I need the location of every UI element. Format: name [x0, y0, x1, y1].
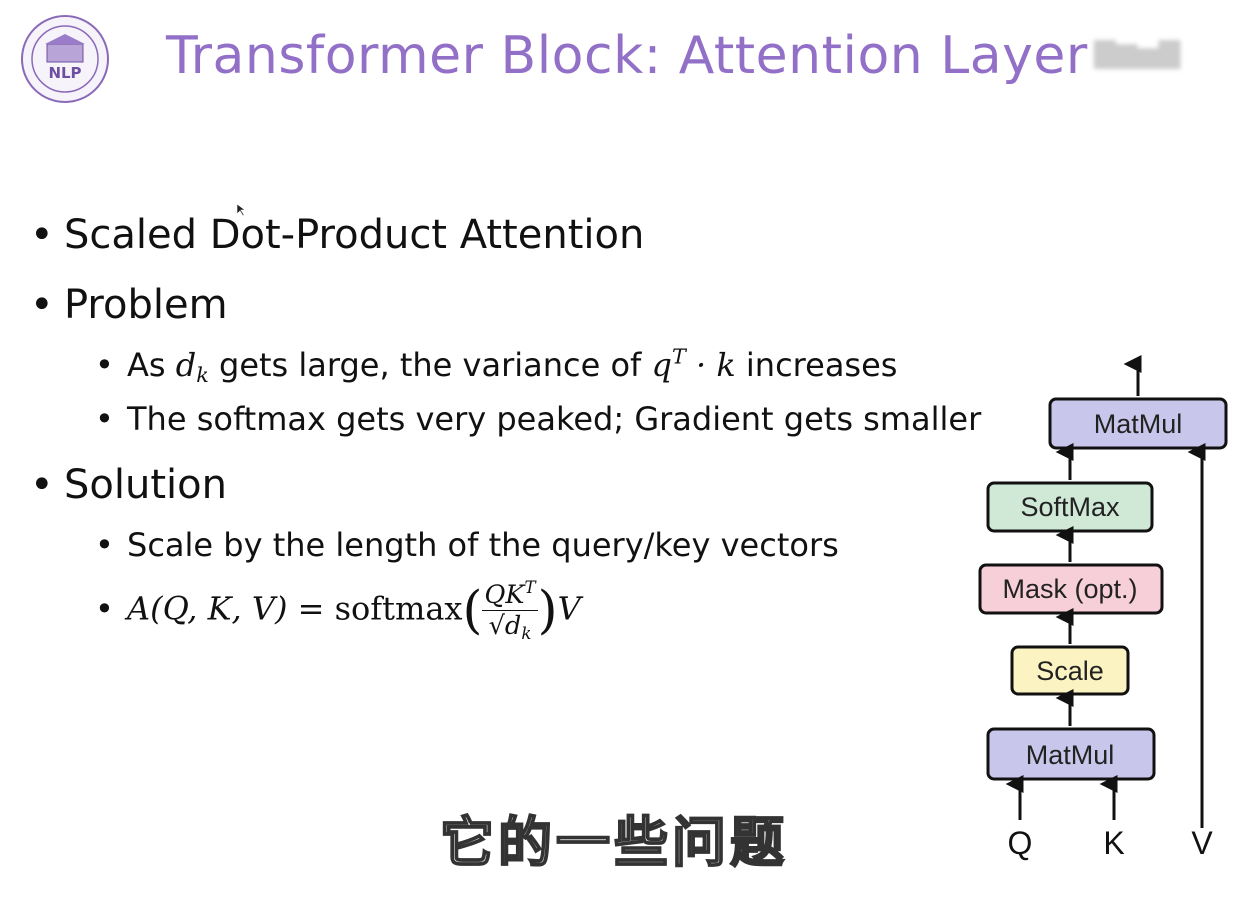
- bullet-problem: •Problem: [30, 282, 228, 328]
- bullet-solution: •Solution: [30, 462, 227, 508]
- softmax-label: SoftMax: [1020, 492, 1120, 522]
- scale-label: Scale: [1036, 656, 1104, 686]
- bullet-problem-variance: •As dk gets large, the variance of qT · …: [95, 344, 898, 388]
- formula-softmax: = softmax: [287, 589, 463, 628]
- logo-text: NLP: [48, 64, 81, 82]
- formula-fraction: QKT√dk: [482, 578, 538, 643]
- bullet-problem-softmax: •The softmax gets very peaked; Gradient …: [95, 400, 982, 438]
- bullet-solution-scale: •Scale by the length of the query/key ve…: [95, 526, 839, 564]
- bullet-attention-formula: •A(Q, K, V) = softmax(QKT√dk)V: [95, 578, 581, 643]
- university-nlp-logo: NLP: [21, 15, 109, 103]
- video-subtitle: 它的一些问题: [439, 810, 788, 875]
- mouse-cursor-icon: [236, 203, 246, 217]
- watermark: ▇▆▅▇: [1094, 36, 1181, 69]
- bullet-scaled-dot-product: •Scaled Dot-Product Attention: [30, 212, 645, 258]
- formula-v: V: [557, 589, 581, 628]
- matmul-top-label: MatMul: [1094, 409, 1183, 439]
- mask-label: Mask (opt.): [1002, 574, 1137, 604]
- input-k-label: K: [1103, 825, 1124, 861]
- input-v-label: V: [1191, 825, 1213, 861]
- matmul-bottom-box: [986, 727, 1156, 781]
- input-q-label: Q: [1008, 825, 1033, 861]
- matmul-bottom-label: MatMul: [1026, 740, 1115, 770]
- scaled-dot-product-attention-diagram: MatMul SoftMax Mask (opt.) Scale MatMul …: [978, 355, 1228, 861]
- slide-title: Transformer Block: Attention Layer: [166, 26, 1088, 86]
- formula-lhs: A(Q, K, V): [127, 589, 288, 628]
- matmul-top-box: [1048, 397, 1228, 450]
